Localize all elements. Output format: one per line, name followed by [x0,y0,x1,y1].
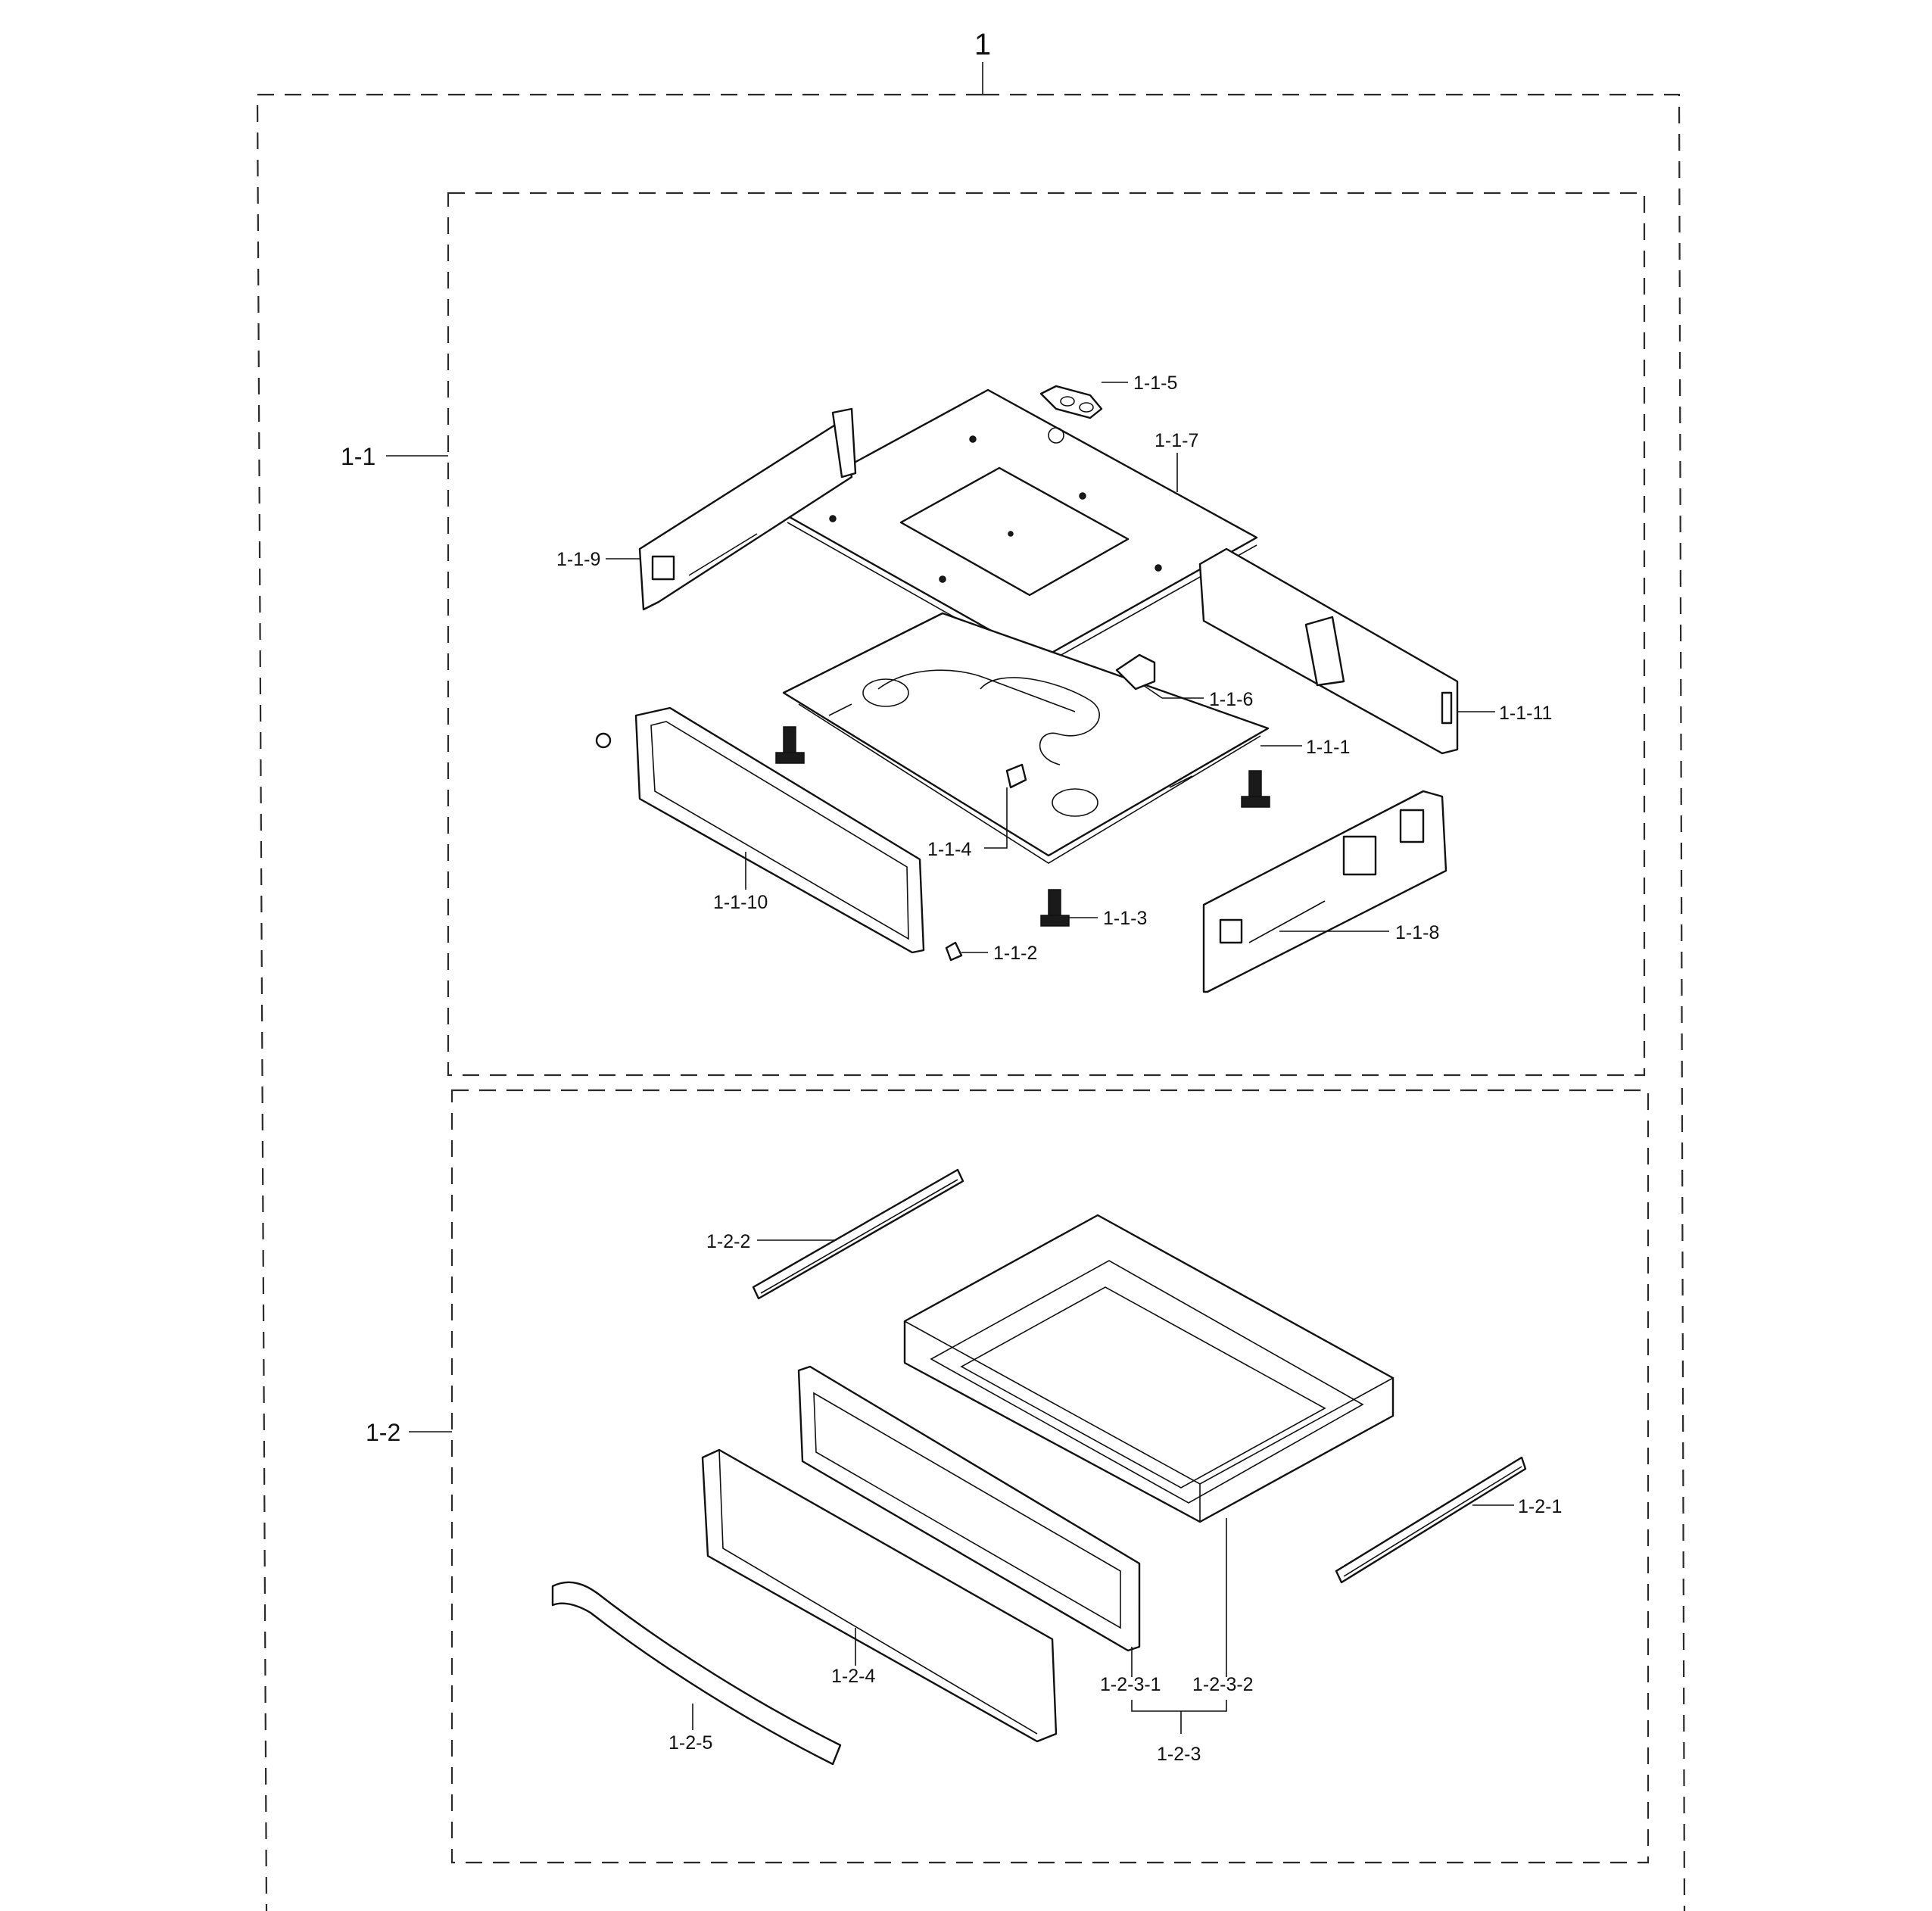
group-1-1-label: 1-1 [341,443,375,470]
part-1-2-4-drawer-front-panel [701,1448,1058,1743]
part-1-1-8-side-bracket [1202,790,1447,993]
part-1-1-6-wire-bracket [1115,653,1163,699]
part-1-2-2-slide-rail [752,1168,964,1300]
label-1-2-3-2: 1-2-3-2 [1192,1674,1254,1695]
label-1-2-1: 1-2-1 [1518,1496,1562,1517]
label-1-1-4: 1-1-4 [927,839,971,860]
label-1-1-7: 1-1-7 [1155,430,1198,451]
label-1-1-5: 1-1-5 [1133,373,1177,394]
label-1-1-3: 1-1-3 [1103,908,1147,929]
part-1-1-11-back-panel [1198,547,1459,755]
part-1-2-3-1-drawer-frame [797,1365,1141,1652]
group-1-2-frame [450,1089,1650,1864]
part-1-1-4-clip [1005,763,1027,789]
label-1-1-6: 1-1-6 [1209,689,1253,710]
assembly-title: 1 [974,28,991,61]
label-1-1-8: 1-1-8 [1395,922,1439,943]
part-1-1-9-side-bracket [638,407,857,611]
label-1-1-1: 1-1-1 [1306,737,1350,758]
label-1-2-3-1: 1-2-3-1 [1100,1674,1161,1695]
part-1-1-2-screw [945,941,963,962]
label-1-1-2: 1-1-2 [993,943,1037,964]
label-1-1-10: 1-1-10 [713,892,768,913]
leveling-leg-left [775,726,805,764]
label-1-2-4: 1-2-4 [831,1666,875,1687]
label-1-1-11: 1-1-11 [1499,703,1552,724]
leveling-leg-right [1241,770,1270,808]
label-1-1-9: 1-1-9 [556,549,600,570]
leader-1-1-4 [984,787,1008,849]
group-1-1-frame [447,192,1646,1077]
part-1-2-1-slide-rail [1335,1456,1527,1584]
part-1-1-5-gasket [1039,385,1103,419]
part-1-1-7-top-panel [771,388,1258,667]
part-1-2-3-2-drawer-box [903,1214,1394,1523]
outer-assembly-frame [256,93,1686,1911]
label-1-2-5: 1-2-5 [668,1732,712,1754]
part-1-1-3-leveling-leg [1040,889,1070,927]
part-1-1-1-bottom-tray [782,612,1270,864]
label-1-2-2: 1-2-2 [706,1231,750,1252]
leader-1-2-3 [1131,1700,1227,1734]
label-1-2-3: 1-2-3 [1157,1744,1201,1765]
part-1-2-5-handle [551,1581,842,1766]
part-1-1-10-front-frame [595,706,925,954]
group-1-2-label: 1-2 [366,1419,400,1446]
